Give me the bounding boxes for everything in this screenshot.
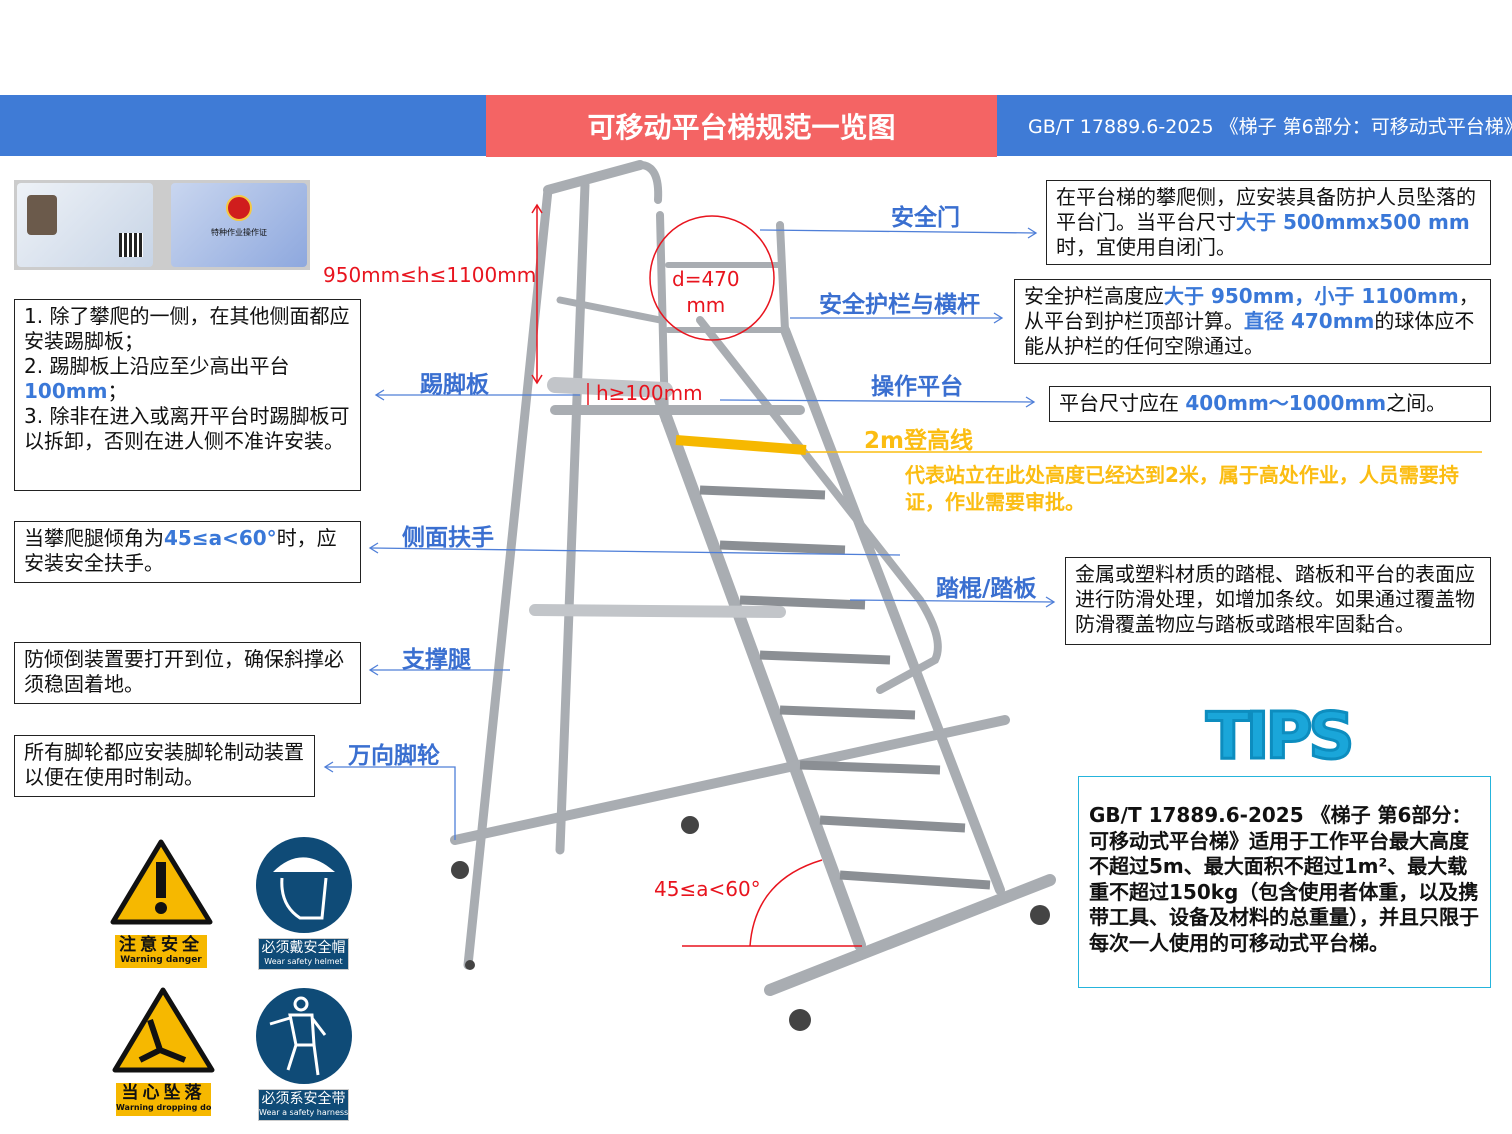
note-text: ； xyxy=(107,379,128,403)
note-text: 平台尺寸应在 xyxy=(1059,391,1186,415)
note-text: 时，宜使用自闭门。 xyxy=(1056,235,1236,259)
sign-label-cn: 必须戴安全帽 xyxy=(261,940,346,956)
sphere-diameter-value: d=470 xyxy=(672,267,740,291)
height-line-note: 代表站立在此处高度已经达到2米，属于高处作业，人员需要持证，作业需要审批。 xyxy=(905,463,1459,514)
sign-label-en: Wear a safety harness xyxy=(259,1108,348,1117)
standard-reference: GB/T 17889.6-2025 《梯子 第6部分：可移动式平台梯》 xyxy=(1028,116,1512,138)
note-text: 3. 除非在进入或离开平台时踢脚板可以拆卸，否则在进人侧不准许安装。 xyxy=(24,404,350,453)
angle-dimension: 45≤a<60° xyxy=(654,877,761,901)
tips-text: GB/T 17889.6-2025 《梯子 第6部分：可移动式平台梯》适用于工作… xyxy=(1089,803,1479,955)
id-card-back: 特种作业操作证 xyxy=(171,183,307,267)
note-text: 2. 踢脚板上沿应至少高出平台 xyxy=(24,354,290,378)
qr-code-icon xyxy=(119,233,143,257)
sphere-diameter-unit: mm xyxy=(686,293,726,317)
note-text: 当攀爬腿倾角为 xyxy=(24,526,164,550)
note-text: 安全护栏高度应 xyxy=(1024,284,1164,308)
note-platform: 平台尺寸应在 400mm～1000mm之间。 xyxy=(1049,386,1491,422)
callout-lines xyxy=(323,227,1056,840)
sign-label-cn: 注意安全 xyxy=(119,935,203,955)
note-highlight: 100mm xyxy=(24,379,108,403)
note-text: 时，应安装安全扶手。 xyxy=(24,526,337,575)
note-text: 在平台梯的攀爬侧，应安装具备防护人员坠落的平台门。当平台尺寸 xyxy=(1056,185,1476,234)
dimension-marks xyxy=(531,203,862,947)
sign-label-en: Wear safety helmet xyxy=(264,957,343,966)
sign-label-en: Warning danger xyxy=(120,955,202,965)
note-caster: 所有脚轮都应安装脚轮制动装置以便在使用时制动。 xyxy=(14,735,315,797)
toeboard-height-dimension: h≥100mm xyxy=(596,381,703,405)
id-card-front xyxy=(17,183,153,267)
note-support-leg: 防倾倒装置要打开到位，确保斜撑必须稳固着地。 xyxy=(14,642,361,704)
rail-height-dimension: 950mm≤h≤1100mm xyxy=(323,263,537,287)
ladder-treads xyxy=(699,485,991,890)
label-height-line: 2m登高线 xyxy=(864,428,973,454)
note-text: 之间。 xyxy=(1386,391,1447,415)
portrait-icon xyxy=(27,195,57,235)
label-tread: 踏棍/踏板 xyxy=(936,576,1037,602)
tips-box: GB/T 17889.6-2025 《梯子 第6部分：可移动式平台梯》适用于工作… xyxy=(1078,776,1491,988)
height-line-marker xyxy=(675,435,807,455)
note-highlight: 大于 500mmx500 mm xyxy=(1236,210,1470,234)
sign-label-en: Warning dropping down xyxy=(116,1103,211,1112)
sign-label-cn: 必须系安全带 xyxy=(261,1091,346,1107)
note-toeboard: 1. 除了攀爬的一侧，在其他侧面都应安装踢脚板；2. 踢脚板上沿应至少高出平台 … xyxy=(14,299,361,491)
sign-label-cn: 当心坠落 xyxy=(121,1083,206,1103)
label-safety-gate: 安全门 xyxy=(891,205,960,231)
label-platform: 操作平台 xyxy=(871,374,963,400)
note-highlight: 400mm～1000mm xyxy=(1185,391,1387,415)
caster-wheels xyxy=(451,816,1050,1031)
tips-logo: TIPS xyxy=(1200,699,1357,776)
emblem-icon xyxy=(226,195,252,221)
label-support-leg: 支撑腿 xyxy=(402,647,471,673)
certificate-title: 特种作业操作证 xyxy=(211,228,267,237)
note-safety-gate: 在平台梯的攀爬侧，应安装具备防护人员坠落的平台门。当平台尺寸大于 500mmx5… xyxy=(1046,180,1491,265)
label-toeboard: 踢脚板 xyxy=(420,372,489,398)
note-text: ，从平台到护栏顶部计算。 xyxy=(1024,284,1479,333)
note-tread: 金属或塑料材质的踏棍、踏板和平台的表面应进行防滑处理，如增加条纹。如果通过覆盖物… xyxy=(1065,557,1491,645)
note-highlight: 大于 950mm，小于 1100mm xyxy=(1164,284,1459,308)
page-title: 可移动平台梯规范一览图 xyxy=(486,95,997,157)
note-handrail: 当攀爬腿倾角为45≤a<60°时，应安装安全扶手。 xyxy=(14,521,361,583)
label-guardrail: 安全护栏与横杆 xyxy=(819,292,980,318)
note-guardrail: 安全护栏高度应大于 950mm，小于 1100mm，从平台到护栏顶部计算。直径 … xyxy=(1014,279,1491,364)
note-text: 1. 除了攀爬的一侧，在其他侧面都应安装踢脚板； xyxy=(24,304,350,353)
certificate-photo: 特种作业操作证 xyxy=(14,180,310,270)
note-text: 的球体应不能从护栏的任何空隙通过。 xyxy=(1024,309,1475,358)
label-caster: 万向脚轮 xyxy=(348,743,440,769)
note-highlight: 45≤a<60° xyxy=(164,526,277,550)
label-handrail: 侧面扶手 xyxy=(402,525,494,551)
note-highlight: 直径 470mm xyxy=(1244,309,1375,333)
